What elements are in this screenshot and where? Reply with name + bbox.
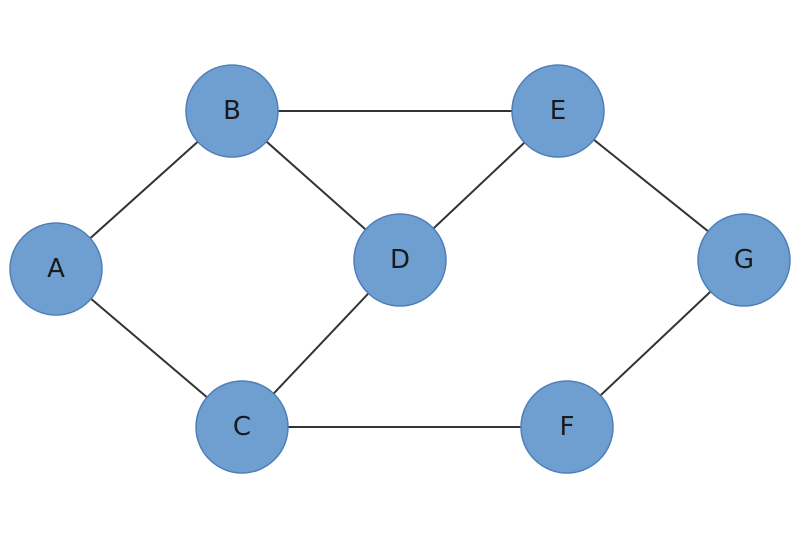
node-circle [520, 380, 614, 474]
node-circle [9, 222, 103, 316]
node-circle [195, 380, 289, 474]
node-e: E [511, 64, 605, 158]
node-label: E [550, 96, 566, 126]
node-label: C [233, 412, 251, 442]
node-circle [353, 213, 447, 307]
node-label: G [734, 245, 754, 275]
node-c: C [195, 380, 289, 474]
node-circle [697, 213, 791, 307]
node-circle [511, 64, 605, 158]
node-d: D [353, 213, 447, 307]
node-b: B [185, 64, 279, 158]
nodes-layer: A B C D E F G [9, 64, 791, 474]
node-g: G [697, 213, 791, 307]
node-label: A [47, 254, 65, 284]
node-a: A [9, 222, 103, 316]
node-label: B [223, 96, 241, 126]
node-circle [185, 64, 279, 158]
node-f: F [520, 380, 614, 474]
node-label: D [390, 245, 410, 275]
node-label: F [560, 412, 575, 442]
